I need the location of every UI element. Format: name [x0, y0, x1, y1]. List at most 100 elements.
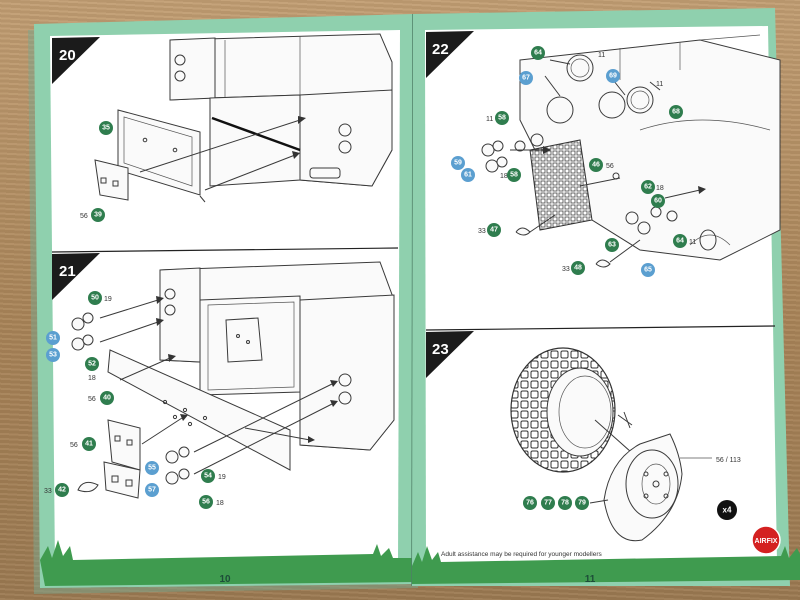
svg-text:11: 11: [486, 116, 493, 123]
svg-text:63: 63: [608, 242, 616, 249]
svg-text:77: 77: [544, 500, 552, 507]
svg-text:57: 57: [148, 487, 156, 494]
callout-step22-64b: 64 11: [673, 234, 696, 248]
step-divider-right: [425, 325, 776, 331]
svg-text:58: 58: [498, 115, 506, 122]
left-page-number: 10: [219, 574, 231, 585]
left-page: 20: [34, 14, 418, 588]
callout-step22-58a: 11 58: [486, 111, 509, 125]
step-23-illustration: [510, 347, 712, 542]
svg-text:AIRFIX: AIRFIX: [755, 538, 778, 545]
svg-text:40: 40: [103, 395, 111, 402]
callout-step22-65: 65: [641, 263, 655, 277]
svg-text:x4: x4: [723, 506, 732, 515]
step-20-badge: 20: [52, 37, 100, 84]
svg-text:39: 39: [94, 212, 102, 219]
callout-step21-42: 33 42: [44, 483, 69, 497]
step-22-illustration: [481, 34, 781, 268]
airfix-logo: AIRFIX: [751, 525, 781, 555]
callout-step21-40: 56 40: [88, 391, 114, 405]
step-22-number: 22: [432, 41, 449, 58]
callout-step21-54: 54 19: [201, 469, 226, 483]
svg-text:64: 64: [676, 238, 684, 245]
callout-step22-60: 60: [651, 194, 665, 208]
grass-decoration: [40, 540, 418, 586]
svg-text:54: 54: [204, 473, 212, 480]
step-20-number: 20: [59, 47, 76, 64]
svg-text:56: 56: [70, 442, 78, 449]
svg-text:19: 19: [218, 474, 226, 481]
svg-text:19: 19: [104, 296, 112, 303]
svg-text:56: 56: [202, 499, 210, 506]
svg-text:62: 62: [644, 184, 652, 191]
svg-text:11: 11: [689, 239, 696, 246]
svg-text:11: 11: [656, 81, 663, 88]
callout-step20-39: 56 39: [80, 208, 105, 222]
part-77: 77: [541, 496, 555, 510]
svg-text:53: 53: [49, 352, 57, 359]
grass-decoration-right: [412, 546, 800, 584]
svg-text:18: 18: [216, 500, 224, 507]
svg-text:68: 68: [672, 109, 680, 116]
part-78: 78: [558, 496, 572, 510]
svg-text:11: 11: [598, 52, 605, 59]
svg-text:56: 56: [80, 213, 88, 220]
callout-step22-59: 59: [451, 156, 465, 170]
svg-text:78: 78: [561, 500, 569, 507]
svg-text:52: 52: [88, 361, 96, 368]
callout-step22-68: 68: [669, 105, 683, 119]
svg-text:67: 67: [522, 75, 530, 82]
callout-step21-57: 57: [145, 483, 159, 497]
callout-step22-64a: 64 11: [531, 46, 605, 60]
svg-text:61: 61: [464, 172, 472, 179]
callout-step22-69: 69 11: [606, 69, 663, 88]
callout-step21-52: 52 18: [85, 357, 99, 382]
callout-step22-62: 62 18: [641, 180, 664, 194]
callout-step22-63: 63: [605, 238, 619, 252]
step-21-number: 21: [59, 263, 76, 280]
svg-text:79: 79: [578, 500, 586, 507]
svg-text:33: 33: [478, 228, 486, 235]
step-21-badge: 21: [52, 253, 100, 300]
svg-text:33: 33: [44, 488, 52, 495]
callout-step21-56: 56 18: [199, 495, 224, 509]
svg-text:60: 60: [654, 198, 662, 205]
svg-text:55: 55: [148, 465, 156, 472]
svg-text:69: 69: [609, 73, 617, 80]
svg-text:76: 76: [526, 500, 534, 507]
callout-step22-47: 33 47: [478, 223, 501, 237]
callout-step22-58b: 18 58: [500, 168, 521, 182]
step-divider: [51, 247, 399, 253]
right-page: 22: [412, 8, 800, 586]
part-79: 79: [575, 496, 589, 510]
svg-text:48: 48: [574, 265, 582, 272]
callout-step21-51: 51: [46, 331, 60, 345]
svg-text:18: 18: [656, 185, 664, 192]
part-76: 76: [523, 496, 537, 510]
callout-step21-41: 56 41: [70, 437, 96, 451]
callout-step22-46: 46 56: [589, 158, 614, 172]
svg-text:51: 51: [49, 335, 57, 342]
step-20-illustration: [94, 33, 393, 203]
svg-text:18: 18: [88, 375, 96, 382]
svg-text:41: 41: [85, 441, 93, 448]
callout-step22-61: 61: [461, 168, 475, 182]
svg-text:56: 56: [606, 163, 614, 170]
svg-text:58: 58: [510, 172, 518, 179]
svg-text:47: 47: [490, 227, 498, 234]
callout-step21-50: 50 19: [88, 291, 112, 305]
step-23-number: 23: [432, 341, 449, 358]
callout-step21-53: 53: [46, 348, 60, 362]
svg-text:35: 35: [102, 125, 110, 132]
callout-step22-67: 67: [519, 71, 533, 85]
svg-text:18: 18: [500, 173, 508, 180]
callout-step20-35: 35: [99, 121, 113, 135]
svg-text:46: 46: [592, 162, 600, 169]
step-23-badge: 23: [426, 331, 474, 378]
wheel-paint-code: 56 / 113: [716, 457, 741, 464]
svg-text:59: 59: [454, 160, 462, 167]
svg-text:56: 56: [88, 396, 96, 403]
quantity-badge: x4: [717, 500, 737, 520]
svg-text:50: 50: [91, 295, 99, 302]
